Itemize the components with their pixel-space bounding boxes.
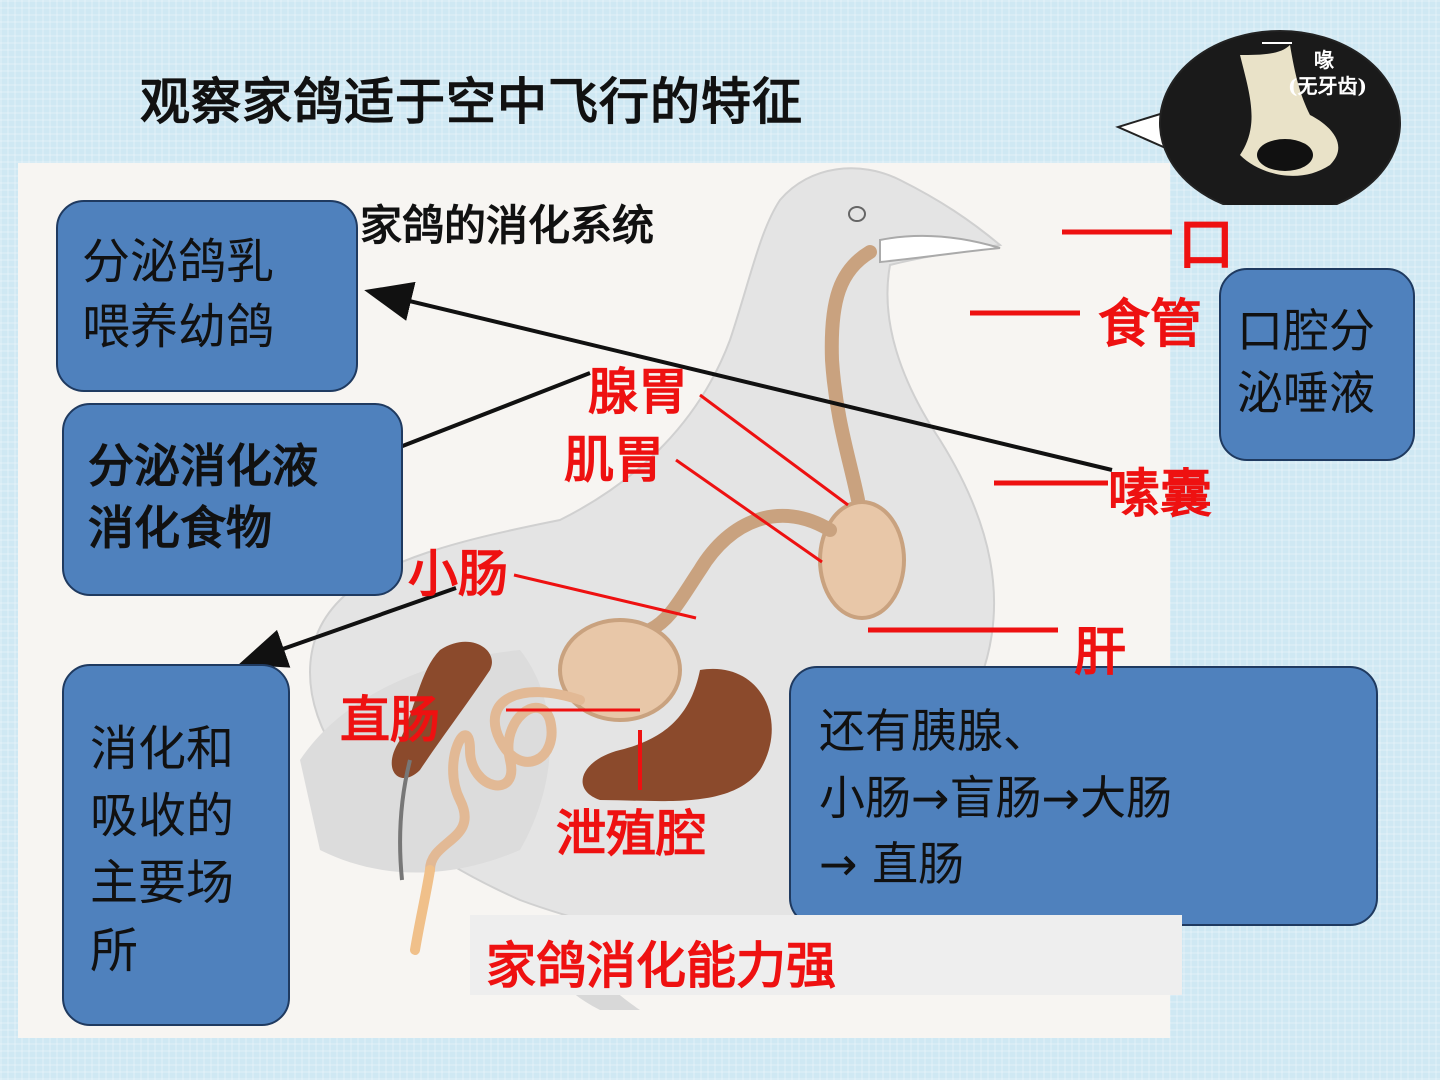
other-organs-box: 还有胰腺、 小肠→盲肠→大肠 → 直肠 (789, 666, 1378, 926)
arrow-intestine-to-absorb (238, 586, 457, 668)
absorption-box: 消化和 吸收的 主要场 所 (62, 664, 290, 1026)
beak-label-note: (无牙齿) (1288, 74, 1367, 98)
saliva-line1: 口腔分 (1237, 304, 1375, 358)
absorption-line1: 消化和 (90, 721, 235, 777)
label-crop: 嗉囊 (1108, 465, 1213, 525)
arrow-crop-to-milk (364, 281, 1113, 472)
footer-caption: 家鸽消化能力强 (486, 937, 836, 995)
gizzard-shape (818, 500, 906, 620)
cecum-shape (391, 641, 492, 779)
rectum-tube (410, 865, 435, 955)
leader-proventriculus (699, 393, 849, 507)
label-rectum: 直肠 (340, 691, 440, 749)
crop-milk-box: 分泌鸽乳 喂养幼鸽 (56, 200, 358, 392)
intestine-coils (425, 687, 585, 875)
crop-milk-line2: 喂养幼鸽 (82, 298, 275, 355)
saliva-line2: 泌唾液 (1237, 366, 1375, 421)
intestine-shape (558, 618, 682, 722)
label-proventriculus: 腺胃 (588, 363, 688, 421)
arrow-proventriculus-to-juice (399, 371, 591, 449)
liver-shape (582, 668, 772, 802)
label-cloaca: 泄殖腔 (556, 805, 706, 863)
label-small-intestine: 小肠 (408, 545, 508, 603)
vent-line (398, 759, 412, 881)
beak-pointer-line (1262, 42, 1292, 44)
beak-photo-skull (1240, 45, 1339, 176)
stomach-connector (643, 509, 837, 637)
footer-bar (470, 915, 1182, 995)
absorption-line3: 主要场 (90, 855, 235, 912)
other-organs-line2: 小肠→盲肠→大肠 (819, 770, 1173, 825)
page-title: 观察家鸽适于空中飞行的特征 (140, 73, 803, 131)
label-mouth: 口 (1178, 213, 1234, 278)
leader-gizzard (675, 458, 823, 564)
diagram-subtitle: 家鸽的消化系统 (360, 201, 655, 250)
digestive-juice-line2: 消化食物 (88, 501, 272, 556)
label-gizzard: 肌胃 (564, 431, 664, 489)
absorption-line2: 吸收的 (90, 788, 235, 845)
label-esophagus: 食管 (1098, 295, 1203, 355)
esophagus-tube (824, 245, 877, 507)
beak-photo-socket (1257, 139, 1313, 171)
beak-label: 喙 (1314, 48, 1334, 72)
digestive-juice-box: 分泌消化液 消化食物 (62, 403, 403, 596)
other-organs-line3: → 直肠 (819, 837, 965, 892)
crop-milk-line1: 分泌鸽乳 (82, 234, 275, 290)
absorption-line4: 所 (90, 922, 139, 979)
other-organs-line1: 还有胰腺、 (819, 704, 1049, 758)
label-liver: 肝 (1074, 623, 1127, 683)
digestive-juice-line1: 分泌消化液 (88, 439, 318, 493)
pigeon-eye (848, 206, 866, 222)
beak-photo-bubble (1115, 30, 1401, 205)
pigeon-beak (879, 234, 1001, 264)
saliva-box: 口腔分 泌唾液 (1219, 268, 1415, 461)
leader-small-intestine (513, 573, 697, 620)
